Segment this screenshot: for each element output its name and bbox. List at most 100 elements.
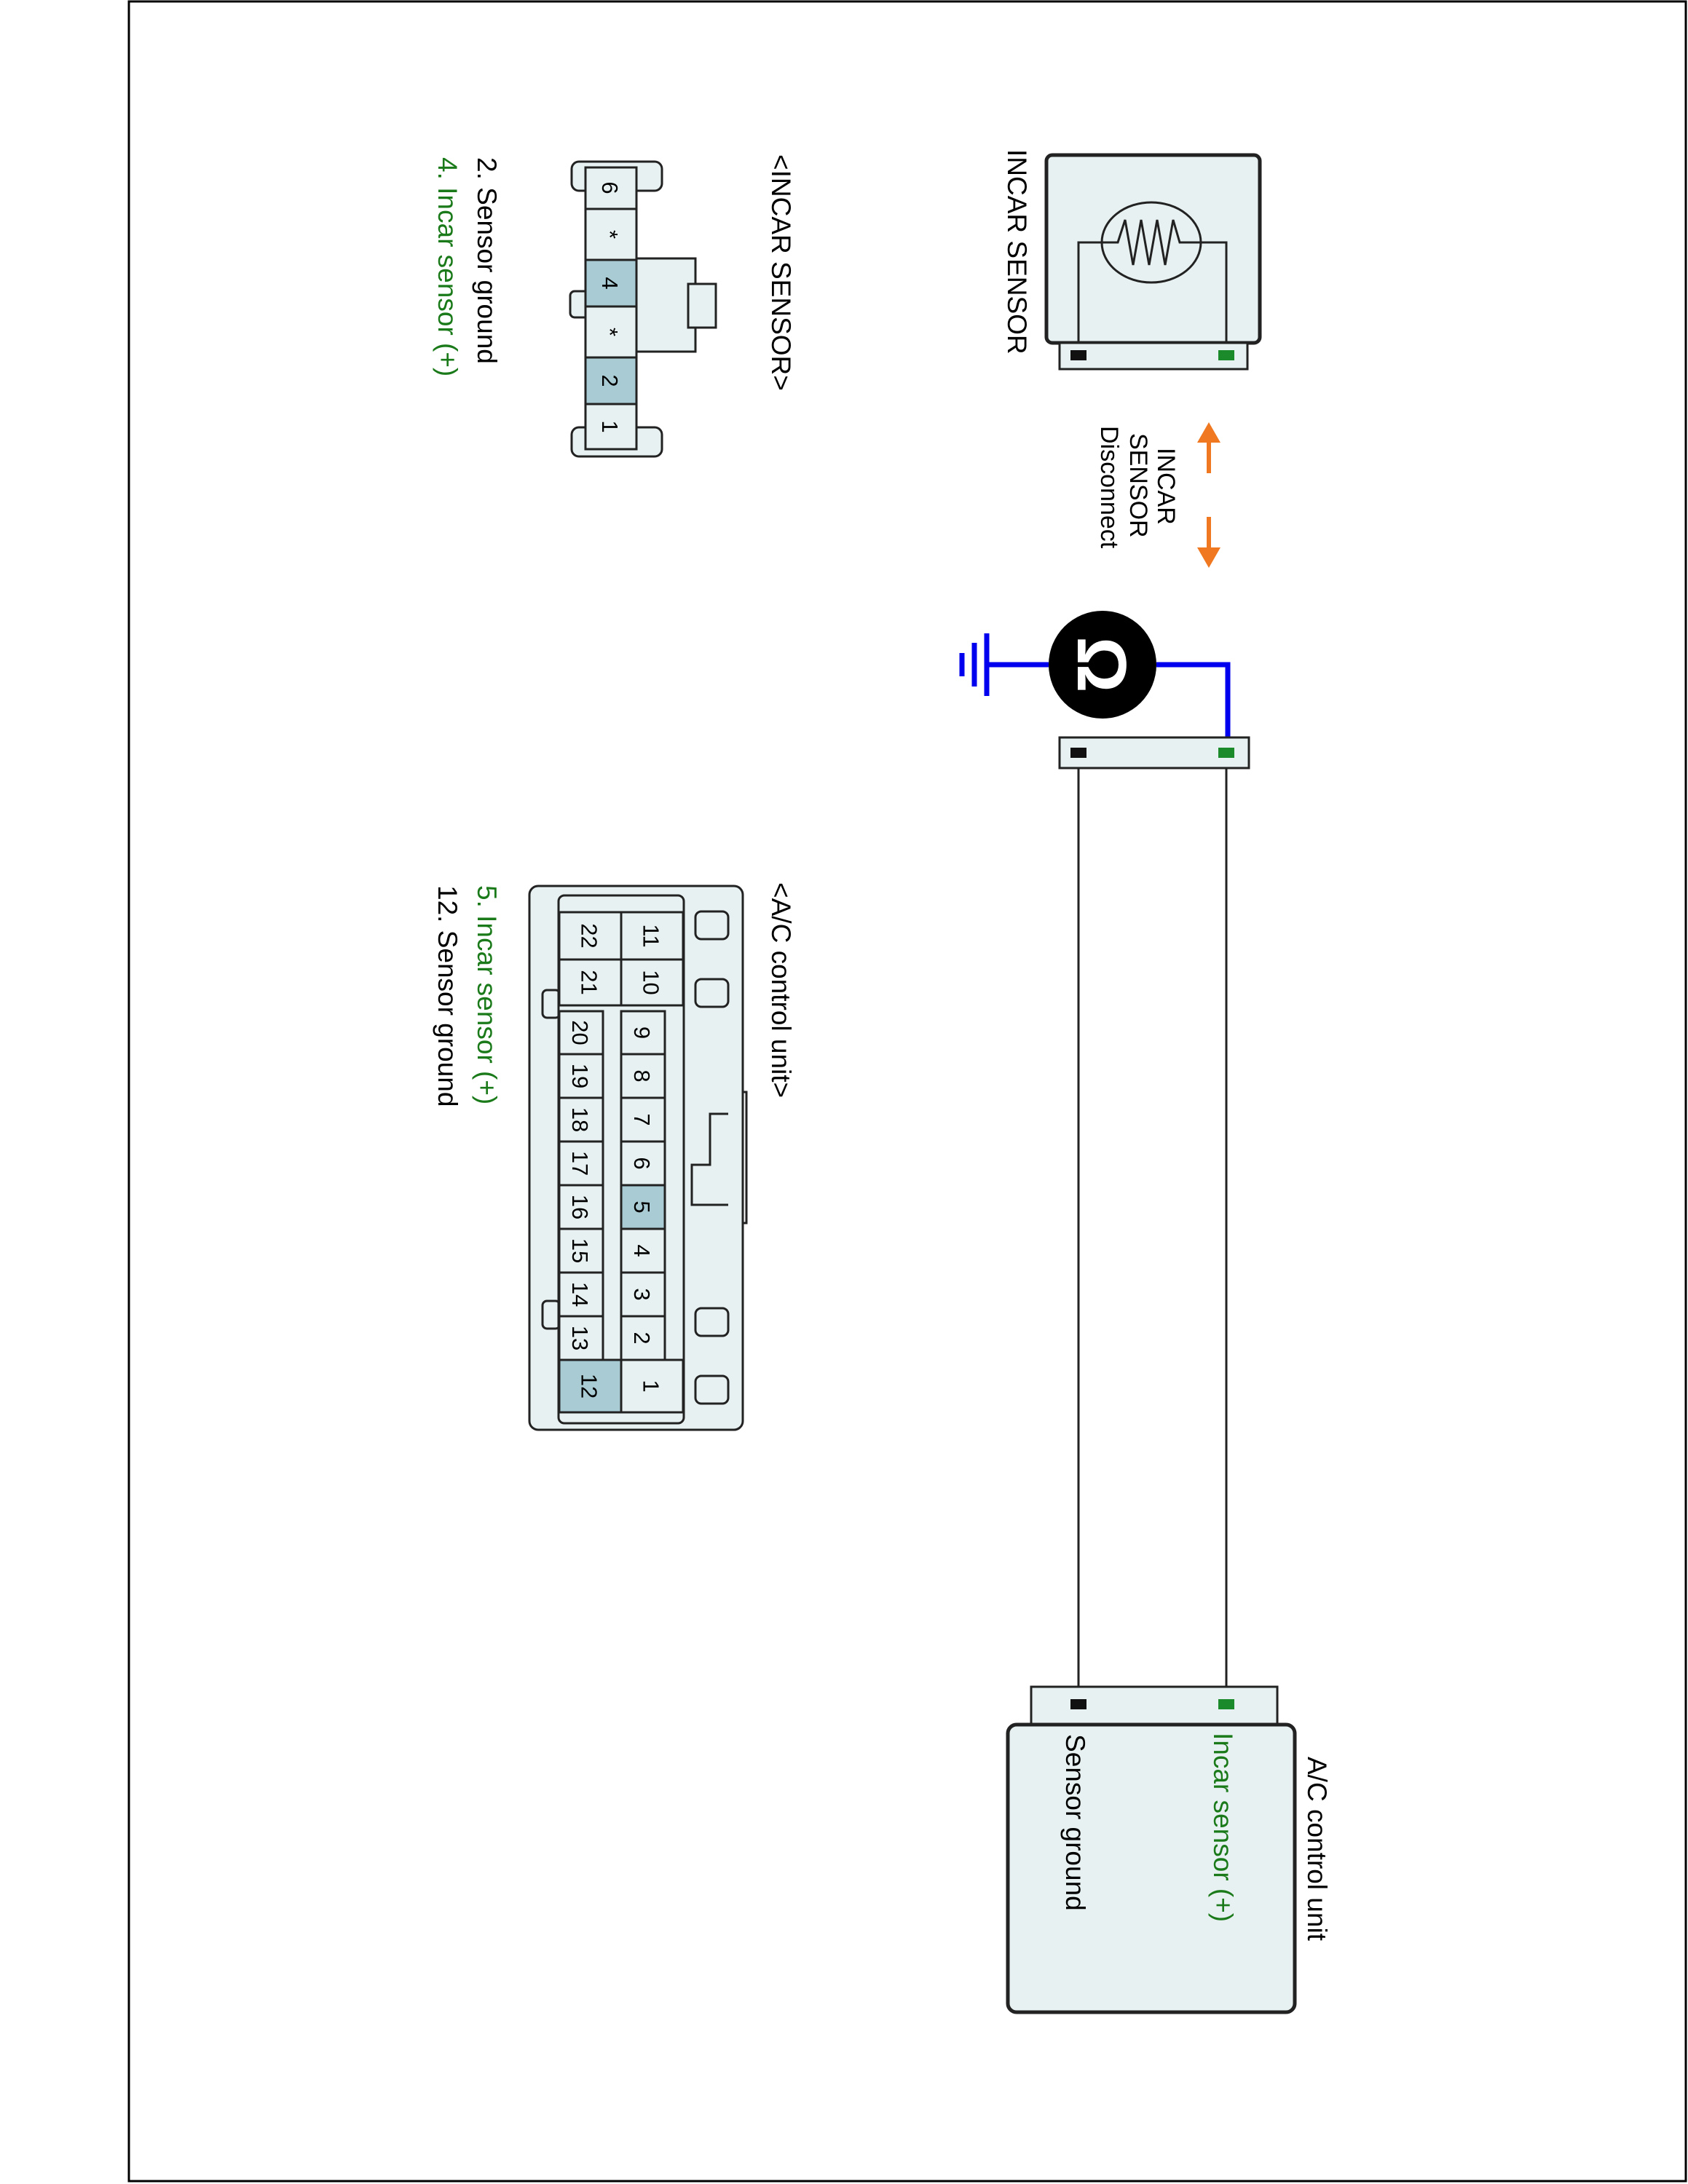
incar-legend-1: 2. Sensor ground bbox=[472, 157, 502, 364]
disconnect-label-line3: Disconnect bbox=[1095, 426, 1123, 549]
ac-pin-cell-12 bbox=[558, 1358, 623, 1414]
page-frame bbox=[127, 0, 1687, 2183]
incar-pin-cell-6 bbox=[584, 166, 638, 210]
incar-legend-2: 4. Incar sensor (+) bbox=[433, 157, 462, 376]
ac-pin-cell-9 bbox=[620, 1010, 666, 1056]
incar-sensor-plug bbox=[1058, 341, 1249, 371]
incar-pin-cell-1 bbox=[584, 403, 638, 451]
ac-connector-key bbox=[690, 1112, 728, 1206]
ac-connector-face: 11 22 10 21 9 20 8 19 7 18 6 17 5 16 4 15 3 14 2 13 1 12 bbox=[528, 885, 748, 1431]
incar-connector-title: <INCAR SENSOR> bbox=[766, 154, 796, 391]
ac-pin-label-22: 22 bbox=[577, 923, 602, 948]
ac-pin-cell-13 bbox=[558, 1315, 604, 1361]
ohmmeter: Ω bbox=[959, 611, 1231, 750]
ac-pin-label-7: 7 bbox=[629, 1113, 655, 1125]
incar-pin-star-a: * bbox=[597, 230, 623, 239]
ac-connector-latch-2 bbox=[694, 978, 730, 1008]
harness-connector bbox=[1058, 736, 1250, 769]
ac-pin-cell-4 bbox=[620, 1227, 666, 1274]
incar-pin-2: 2 bbox=[597, 374, 623, 387]
disconnect-label-line1: INCAR bbox=[1152, 448, 1180, 525]
ac-connector-side-tab-1 bbox=[541, 989, 561, 1019]
ac-pin-cell-5 bbox=[620, 1184, 666, 1230]
ac-unit-plug bbox=[1030, 1685, 1279, 1728]
ac-pin-cell-19 bbox=[558, 1053, 604, 1099]
ac-unit-pin-signal-label: Incar sensor (+) bbox=[1208, 1733, 1238, 1922]
ohm-symbol: Ω bbox=[1062, 637, 1140, 693]
incar-sensor-ground-pin bbox=[1070, 350, 1086, 360]
ac-unit-pin-ground-label: Sensor ground bbox=[1060, 1734, 1090, 1911]
ac-pin-label-4: 4 bbox=[629, 1244, 655, 1257]
ac-pin-cell-21 bbox=[558, 958, 623, 1007]
ac-pin-label-6: 6 bbox=[629, 1157, 655, 1169]
ac-unit-title: A/C control unit bbox=[1302, 1757, 1332, 1942]
ac-pin-label-8: 8 bbox=[629, 1069, 655, 1082]
ac-pin-cell-10 bbox=[620, 958, 685, 1007]
ac-unit-ground-pin bbox=[1070, 1699, 1086, 1709]
ac-pin-label-19: 19 bbox=[567, 1064, 593, 1088]
ac-pin-label-16: 16 bbox=[567, 1195, 593, 1219]
ac-pin-label-12: 12 bbox=[577, 1374, 602, 1398]
ac-pin-label-9: 9 bbox=[629, 1026, 655, 1039]
ac-pin-cell-6 bbox=[620, 1140, 666, 1187]
ac-connector-latch-3 bbox=[694, 1307, 730, 1337]
arrow-down-icon bbox=[1197, 547, 1220, 568]
ac-pin-label-18: 18 bbox=[567, 1107, 593, 1132]
incar-pin-cell-2 bbox=[584, 356, 638, 405]
harness-signal-pin bbox=[1218, 748, 1234, 758]
incar-connector-lock-tab bbox=[687, 282, 717, 329]
ac-pin-label-2: 2 bbox=[629, 1332, 655, 1344]
ac-legend-2: 12. Sensor ground bbox=[433, 885, 462, 1107]
ac-pin-cell-2 bbox=[620, 1315, 666, 1361]
incar-sensor-internal-wire-left bbox=[1077, 241, 1102, 343]
ac-pin-cell-20 bbox=[558, 1010, 604, 1056]
arrow-up-icon bbox=[1197, 422, 1220, 443]
ac-pin-label-3: 3 bbox=[629, 1288, 655, 1300]
ac-legend-1: 5. Incar sensor (+) bbox=[472, 885, 502, 1104]
ac-pin-label-13: 13 bbox=[567, 1326, 593, 1350]
ac-pin-label-15: 15 bbox=[567, 1238, 593, 1263]
ac-pin-label-14: 14 bbox=[567, 1282, 593, 1307]
incar-sensor-internal-wire-right bbox=[1202, 241, 1228, 343]
ac-connector-latch-4 bbox=[694, 1374, 730, 1405]
incar-pin-1: 1 bbox=[597, 420, 623, 432]
incar-pin-6: 6 bbox=[597, 181, 623, 194]
ac-connector-latch-1 bbox=[694, 910, 730, 941]
ac-pin-cell-14 bbox=[558, 1271, 604, 1318]
incar-pin-4: 4 bbox=[597, 277, 623, 289]
ac-pin-label-10: 10 bbox=[639, 970, 664, 994]
ohmmeter-icon bbox=[1049, 611, 1156, 719]
ac-connector-side-tab-2 bbox=[541, 1299, 561, 1330]
harness-ground-pin bbox=[1070, 748, 1086, 758]
incar-pin-cell-4 bbox=[584, 258, 638, 308]
incar-connector-face bbox=[569, 160, 717, 458]
ac-pin-label-5: 5 bbox=[629, 1200, 655, 1213]
incar-sensor-signal-pin bbox=[1218, 350, 1234, 360]
ac-pin-cell-18 bbox=[558, 1096, 604, 1143]
disconnect-arrows bbox=[1197, 422, 1220, 568]
resistor-zigzag-icon bbox=[1102, 219, 1202, 266]
ac-unit-signal-pin bbox=[1218, 1699, 1234, 1709]
ac-pin-label-20: 20 bbox=[567, 1020, 593, 1045]
disconnect-label-line2: SENSOR bbox=[1124, 433, 1152, 538]
ac-connector-title: <A/C control unit> bbox=[766, 882, 796, 1098]
ac-connector-key-slot bbox=[743, 1091, 748, 1224]
meter-probe-wire bbox=[1156, 662, 1231, 750]
ac-pin-cell-1 bbox=[620, 1358, 685, 1414]
ac-pin-label-1: 1 bbox=[639, 1380, 664, 1392]
incar-pin-star-b: * bbox=[597, 328, 623, 336]
ac-pin-cell-7 bbox=[620, 1096, 666, 1143]
incar-sensor-component: INCAR SENSOR bbox=[1002, 149, 1262, 371]
ac-pin-label-17: 17 bbox=[567, 1151, 593, 1176]
ac-pin-label-21: 21 bbox=[577, 970, 602, 994]
ac-pin-cell-3 bbox=[620, 1271, 666, 1318]
incar-connector-lock bbox=[634, 257, 697, 353]
ac-pin-cell-22 bbox=[558, 911, 623, 961]
ac-control-unit-component bbox=[1006, 1685, 1297, 2014]
ac-unit-body bbox=[1006, 1722, 1297, 2014]
ac-pin-label-11: 11 bbox=[639, 924, 664, 947]
ac-pin-cell-16 bbox=[558, 1184, 604, 1230]
incar-sensor-title: INCAR SENSOR bbox=[1002, 149, 1032, 355]
incar-pin-cell-star-b bbox=[584, 305, 638, 359]
